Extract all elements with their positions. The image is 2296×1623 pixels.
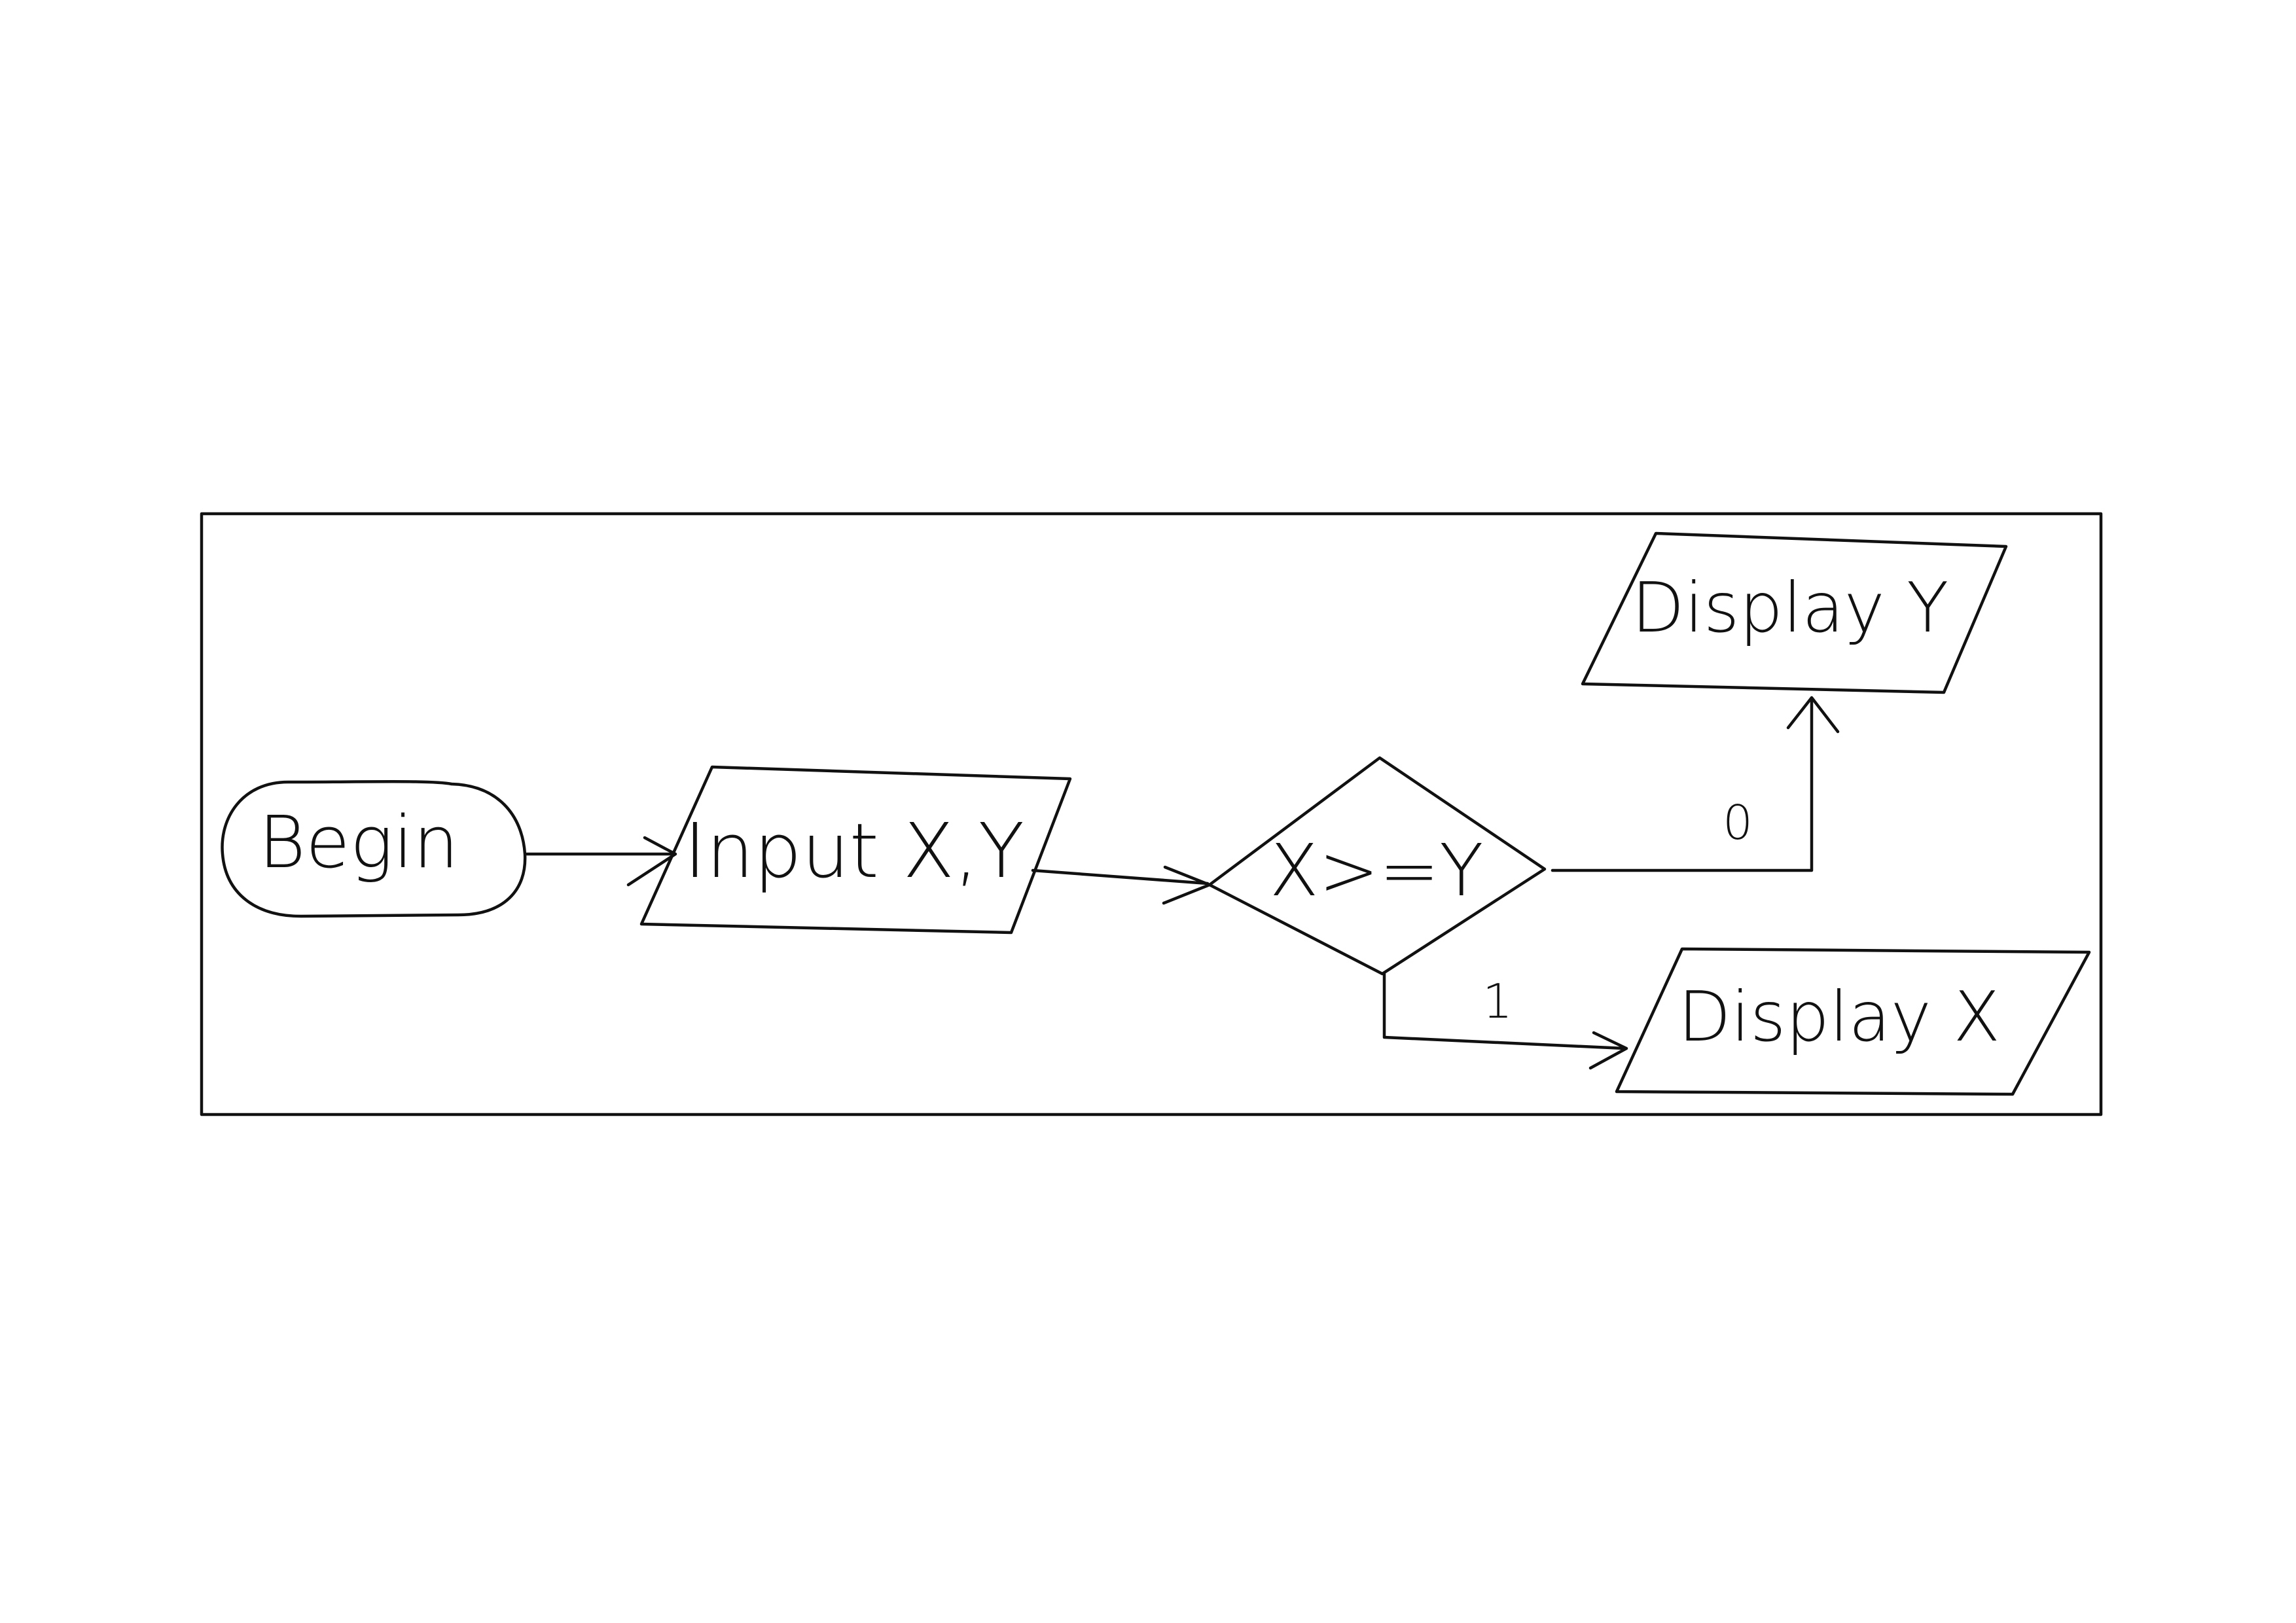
- diagram-frame: [200, 512, 2103, 1116]
- display-y-node: Display Y: [1581, 531, 2008, 694]
- display-x-shape: [1615, 947, 2091, 1096]
- edge-decision-display-x-line: [1382, 972, 1626, 1050]
- arrowhead-decision-display-y: [1786, 696, 1840, 734]
- begin-label: Begin: [259, 800, 459, 884]
- decision-label: X>=Y: [1270, 829, 1484, 912]
- display-x-label: Display X: [1678, 977, 2000, 1057]
- arrowhead-begin-input: [626, 836, 677, 887]
- input-label: Input X,Y: [684, 808, 1024, 895]
- edge-input-decision-line: [1031, 868, 1210, 885]
- arrowhead-decision-display-x: [1588, 1031, 1628, 1070]
- decision-shape: [1208, 756, 1547, 976]
- edge-decision-to-display-x: 1: [1382, 972, 1628, 1070]
- arrowhead-input-decision: [1162, 865, 1211, 905]
- edge-label-true: 1: [1482, 974, 1513, 1029]
- edge-decision-display-y-line: [1551, 697, 1814, 872]
- input-node: Input X,Y: [639, 765, 1072, 935]
- decision-node: X>=Y: [1208, 756, 1547, 976]
- display-x-node: Display X: [1615, 947, 2091, 1096]
- edge-decision-to-display-y: 0: [1551, 696, 1840, 872]
- begin-shape: [221, 780, 527, 918]
- display-y-shape: [1581, 531, 2008, 694]
- edge-input-to-decision: [1031, 865, 1211, 905]
- edge-label-false: 0: [1723, 795, 1753, 850]
- input-shape: [639, 765, 1072, 935]
- begin-node: Begin: [221, 780, 527, 918]
- edge-begin-to-input: [525, 836, 677, 887]
- display-y-label: Display Y: [1632, 568, 1949, 648]
